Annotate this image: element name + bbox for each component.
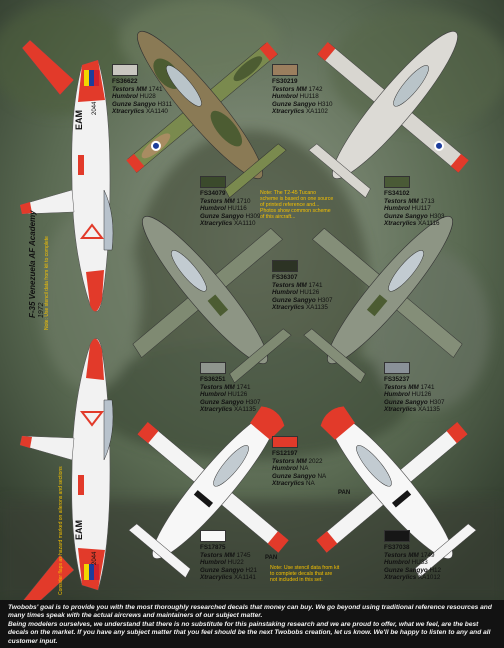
- lower-vertical-note: Consider flaps as hazard marked on ailer…: [58, 466, 64, 595]
- side-view-caption: F-35 Venezuela AF Academy: [28, 210, 37, 318]
- swatch-xtracrylics: Xtracrylics XA1135: [200, 406, 256, 414]
- swatch-xtracrylics: Xtracrylics XA1012: [384, 574, 441, 582]
- marking-eam-bottom: EAM: [74, 520, 84, 540]
- swatch-fs-code: FS36251: [200, 376, 226, 383]
- swatch-xtracrylics: Xtracrylics XA1141: [200, 574, 256, 582]
- swatch-humbrol: Humbrol HU33: [384, 559, 428, 567]
- swatch-testors: Testors MM 1742: [272, 85, 323, 93]
- swatch-xtracrylics: Xtracrylics XA1116: [384, 220, 440, 228]
- scheme-note: Note: The T2-45 Tucano scheme is based o…: [260, 190, 334, 220]
- swatch-testors: Testors MM 1741: [272, 281, 323, 289]
- swatch-humbrol: Humbrol HU118: [272, 93, 319, 101]
- swatch-humbrol: Humbrol HU126: [384, 391, 432, 399]
- swatch-gunze: Gunze Sangyo H21: [200, 566, 258, 574]
- swatch-gunze: Gunze Sangyo H303: [384, 212, 445, 220]
- marking-serial-top: 2044: [92, 101, 98, 115]
- swatch-humbrol: Humbrol HU28: [112, 93, 156, 101]
- swatch-color-chip: [272, 436, 298, 448]
- swatch-fs-code: FS34102: [384, 190, 410, 197]
- swatch-color-chip: [384, 362, 410, 374]
- swatch-testors: Testors MM 1710: [200, 197, 251, 205]
- swatch-fs-code: FS17875: [200, 544, 226, 551]
- swatch-xtracrylics: Xtracrylics XA1110: [200, 220, 256, 228]
- swatch-gunze: Gunze Sangyo NA: [272, 472, 327, 480]
- swatch-fs-code: FS34079: [200, 190, 226, 197]
- swatch-gunze: Gunze Sangyo H307: [272, 296, 333, 304]
- swatch-fs-code: FS12197: [272, 450, 298, 457]
- swatch-humbrol: Humbrol HU126: [272, 289, 320, 297]
- swatch-testors: Testors MM 1713: [384, 197, 435, 205]
- swatch-xtracrylics: Xtracrylics XA1102: [272, 108, 328, 116]
- swatch-fs-code: FS36622: [112, 78, 138, 85]
- swatch-xtracrylics: Xtracrylics XA1135: [384, 406, 440, 414]
- swatch-humbrol: Humbrol HU116: [200, 205, 247, 213]
- swatch-humbrol: Humbrol HU22: [200, 559, 244, 567]
- swatch-color-chip: [272, 260, 298, 272]
- swatch-color-chip: [272, 64, 298, 76]
- marking-eam-top: EAM: [74, 110, 84, 130]
- swatch-xtracrylics: Xtracrylics NA: [272, 480, 315, 488]
- swatch-fs-code: FS30219: [272, 78, 298, 85]
- swatch-gunze: Gunze Sangyo H310: [272, 100, 333, 108]
- swatch-gunze: Gunze Sangyo H311: [112, 100, 173, 108]
- swatch-color-chip: [384, 530, 410, 542]
- marking-code-bottom-left: PAN: [265, 555, 278, 561]
- swatch-testors: Testors MM 2022: [272, 457, 323, 465]
- swatch-testors: Testors MM 1745: [200, 551, 251, 559]
- marking-serial-bottom: 2044: [92, 551, 98, 565]
- swatch-color-chip: [200, 530, 226, 542]
- swatch-xtracrylics: Xtracrylics XA1140: [112, 108, 168, 116]
- swatch-gunze: Gunze Sangyo H12: [384, 566, 442, 574]
- swatch-humbrol: Humbrol HU117: [384, 205, 431, 213]
- swatch-testors: Testors MM 1741: [200, 383, 251, 391]
- swatch-testors: Testors MM 1749: [384, 551, 435, 559]
- footer-banner: Twobobs' goal is to provide you with the…: [0, 600, 504, 648]
- swatch-humbrol: Humbrol HU126: [200, 391, 248, 399]
- swatch-color-chip: [384, 176, 410, 188]
- swatch-color-chip: [200, 362, 226, 374]
- swatch-fs-code: FS36307: [272, 274, 298, 281]
- swatch-color-chip: [112, 64, 138, 76]
- swatch-gunze: Gunze Sangyo H307: [384, 398, 445, 406]
- footer-line-1: Twobobs' goal is to provide you with the…: [8, 604, 492, 620]
- side-vertical-note: Note: Use stencil data from kit to compl…: [44, 236, 50, 330]
- swatch-fs-code: FS35237: [384, 376, 410, 383]
- swatch-fs-code: FS37038: [384, 544, 410, 551]
- swatch-gunze: Gunze Sangyo H307: [200, 398, 261, 406]
- stencil-note: Note: Use stencil data from kit to compl…: [270, 565, 340, 583]
- swatch-gunze: Gunze Sangyo H309: [200, 212, 261, 220]
- swatch-color-chip: [200, 176, 226, 188]
- swatch-testors: Testors MM 1741: [112, 85, 163, 93]
- marking-code-bottom-right: PAN: [338, 490, 351, 496]
- swatch-testors: Testors MM 1741: [384, 383, 435, 391]
- swatch-xtracrylics: Xtracrylics XA1135: [272, 304, 328, 312]
- swatch-humbrol: Humbrol NA: [272, 465, 309, 473]
- footer-line-2: Being modelers ourselves, we understand …: [8, 620, 491, 645]
